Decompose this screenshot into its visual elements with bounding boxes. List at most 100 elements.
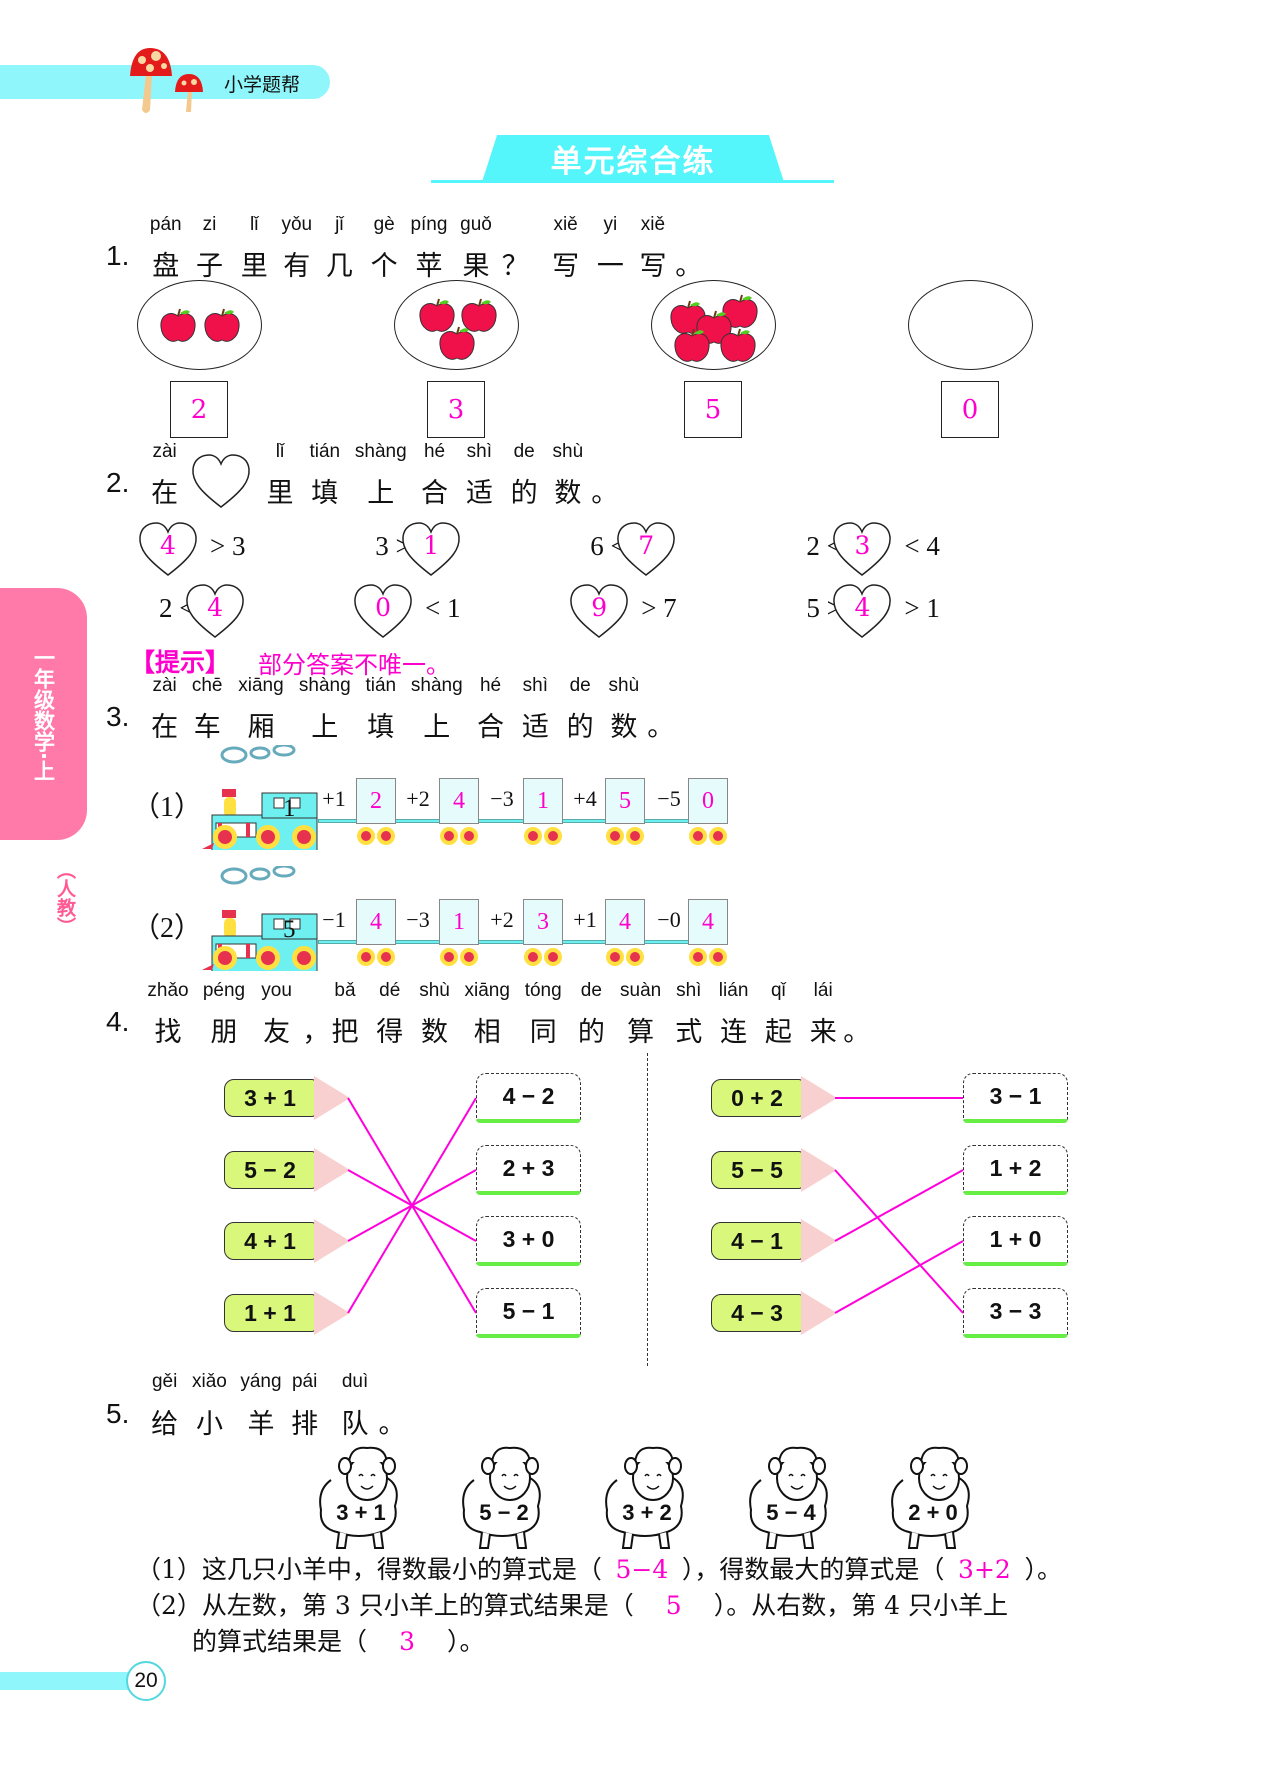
heart-answer-box[interactable]: 9 bbox=[568, 583, 630, 639]
heart-icon bbox=[617, 522, 675, 576]
book-expression[interactable]: 5 − 1 bbox=[476, 1288, 581, 1338]
pencil-expression[interactable]: 0 + 2 bbox=[711, 1079, 803, 1117]
wheel-icon bbox=[524, 827, 542, 845]
q3-pinyin: shàng bbox=[410, 675, 463, 696]
q4-char: 算 bbox=[627, 1017, 655, 1048]
q3-pinyin: chē bbox=[191, 675, 223, 696]
book-expression[interactable]: 1 + 2 bbox=[963, 1145, 1068, 1195]
sentence-text: （1）这几只小羊中，得数最小的算式是（ bbox=[136, 1555, 602, 1584]
inequality-right: < 4 bbox=[904, 531, 940, 561]
q4-pinyin: qǐ bbox=[770, 980, 786, 1001]
engine-number: 1 bbox=[283, 795, 296, 822]
q1-char: 几 bbox=[325, 251, 353, 282]
q4-char: 找 bbox=[154, 1017, 182, 1048]
book-expression[interactable]: 3 + 0 bbox=[476, 1216, 581, 1266]
q1-char: 苹 bbox=[415, 251, 443, 282]
pencil-expression[interactable]: 5 − 2 bbox=[224, 1151, 316, 1189]
q5-char: 给 bbox=[151, 1409, 179, 1440]
q2-number: 2. bbox=[106, 467, 130, 498]
apple-icon bbox=[721, 294, 759, 330]
wheel-icon bbox=[626, 948, 644, 966]
wheel-icon bbox=[689, 827, 707, 845]
q5-char: 队 bbox=[341, 1409, 369, 1440]
q2-pinyin: hé bbox=[423, 441, 446, 462]
heart-answer-box[interactable]: 1 bbox=[400, 521, 462, 577]
heart-answer-box[interactable]: 4 bbox=[137, 521, 199, 577]
heart-icon bbox=[354, 584, 412, 638]
q4-pinyin: suàn bbox=[620, 980, 662, 1001]
book-expression[interactable]: 1 + 0 bbox=[963, 1216, 1068, 1266]
apple-icon bbox=[673, 328, 711, 364]
heart-icon bbox=[186, 584, 244, 638]
heart-answer-box[interactable]: 4 bbox=[831, 583, 893, 639]
q2-pinyin: zài bbox=[152, 441, 177, 462]
wheel-icon bbox=[357, 827, 375, 845]
answer-blank: 5 bbox=[665, 1591, 682, 1620]
sheep-icon: 2 + 0 bbox=[881, 1440, 985, 1550]
pencil-expression[interactable]: 5 − 5 bbox=[711, 1151, 803, 1189]
heart-placeholder[interactable] bbox=[190, 453, 252, 509]
q3-pinyin: shì bbox=[522, 675, 549, 696]
heart-answer-box[interactable]: 4 bbox=[184, 583, 246, 639]
q4-pinyin: tóng bbox=[524, 980, 562, 1001]
q5-sentence: 的算式结果是（3）。 bbox=[192, 1622, 485, 1658]
pencil-expression[interactable]: 3 + 1 bbox=[224, 1079, 316, 1117]
mushroom-icon bbox=[130, 48, 203, 113]
q2-char: 数 bbox=[554, 478, 582, 509]
wheel-icon bbox=[377, 827, 395, 845]
wheel-icon bbox=[292, 946, 316, 970]
q1-pinyin: xiě bbox=[553, 214, 578, 235]
pencil-expression[interactable]: 1 + 1 bbox=[224, 1294, 316, 1332]
q4-pinyin: shì bbox=[676, 980, 702, 1001]
sentence-text: ）。 bbox=[447, 1627, 485, 1656]
hedgehog-head-icon bbox=[314, 1148, 350, 1192]
q4-char: 得 bbox=[376, 1017, 404, 1048]
wheel-icon bbox=[709, 827, 727, 845]
plate bbox=[908, 280, 1033, 370]
sheep-icon: 3 + 1 bbox=[309, 1440, 413, 1550]
q4-pinyin: dé bbox=[379, 980, 401, 1001]
pencil-expression[interactable]: 4 − 3 bbox=[711, 1294, 803, 1332]
side-edition: （人教） bbox=[54, 860, 76, 936]
heart-answer-box[interactable]: 7 bbox=[615, 521, 677, 577]
plate bbox=[651, 280, 776, 370]
section-title-banner: 单元综合练 bbox=[482, 135, 784, 182]
q4-char: ， bbox=[302, 1017, 330, 1048]
q3-pinyin: de bbox=[569, 675, 591, 696]
book-expression[interactable]: 3 − 1 bbox=[963, 1073, 1068, 1123]
pencil-expression[interactable]: 4 + 1 bbox=[224, 1222, 316, 1260]
q2-char: 适 bbox=[465, 478, 493, 509]
q1-char: 个 bbox=[370, 251, 398, 282]
q1-char: 写 bbox=[552, 251, 580, 282]
operation-label: +2 bbox=[406, 786, 430, 811]
heart-answer-box[interactable]: 0 bbox=[352, 583, 414, 639]
heart-answer: 7 bbox=[638, 531, 655, 560]
wagon-answer: 1 bbox=[439, 899, 479, 945]
q4-pinyin: bǎ bbox=[334, 980, 356, 1001]
q1-char: 盘 bbox=[152, 251, 180, 282]
heart-answer-box[interactable]: 3 bbox=[831, 521, 893, 577]
wheel-icon bbox=[460, 948, 478, 966]
q4-char: 同 bbox=[529, 1017, 557, 1048]
wagon-answer: 0 bbox=[688, 778, 728, 824]
pencil-expression[interactable]: 4 − 1 bbox=[711, 1222, 803, 1260]
q4-char: 式 bbox=[675, 1017, 703, 1048]
wagon-answer: 5 bbox=[605, 778, 645, 824]
operation-label: −3 bbox=[490, 786, 514, 811]
wagon-answer: 2 bbox=[356, 778, 396, 824]
wheel-icon bbox=[544, 948, 562, 966]
heart-icon bbox=[139, 522, 197, 576]
q1-char: 写 bbox=[639, 251, 667, 282]
q3-char: 上 bbox=[423, 712, 451, 743]
book-expression[interactable]: 2 + 3 bbox=[476, 1145, 581, 1195]
heart-answer: 9 bbox=[591, 593, 608, 622]
apple-icon bbox=[460, 298, 498, 334]
q3-char: 车 bbox=[193, 712, 221, 743]
q1-char: 子 bbox=[195, 251, 223, 282]
train-label: （1） bbox=[132, 792, 203, 823]
book-expression[interactable]: 3 − 3 bbox=[963, 1288, 1068, 1338]
q2-pinyin: shù bbox=[552, 441, 584, 462]
side-tab: 一年级数学·上 bbox=[0, 588, 87, 840]
hint-label: 【提示】 bbox=[130, 648, 231, 677]
book-expression[interactable]: 4 − 2 bbox=[476, 1073, 581, 1123]
